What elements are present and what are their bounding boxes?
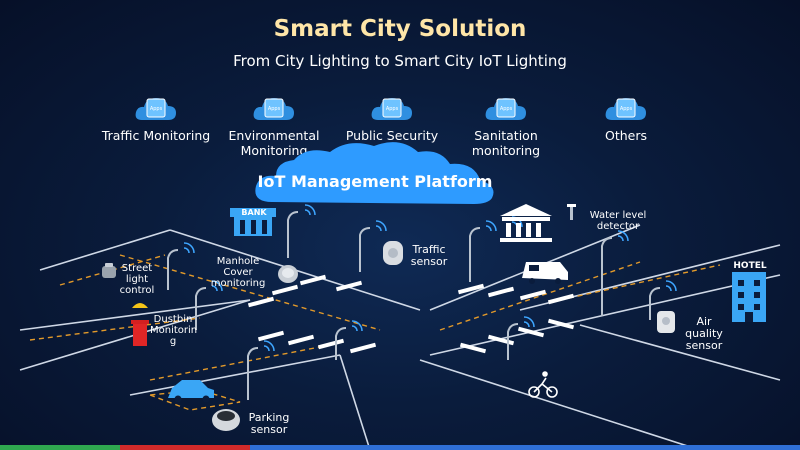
apps-cloud-icon: Apps bbox=[135, 98, 176, 120]
app-others: Apps Others bbox=[556, 90, 696, 143]
road-lane-dashes bbox=[29, 254, 721, 411]
traffic-sensor-icon bbox=[383, 241, 403, 265]
iot-platform-label: IoT Management Platform bbox=[257, 172, 493, 191]
air-quality-sensor-label: Air quality sensor bbox=[685, 315, 723, 352]
app-public-security: Apps Public Security bbox=[322, 90, 462, 143]
svg-text:Apps: Apps bbox=[268, 106, 281, 112]
iot-platform-cloud-icon bbox=[255, 142, 494, 204]
crosswalk-stripes bbox=[247, 274, 575, 354]
app-label: Others bbox=[604, 128, 647, 143]
bank-building-icon bbox=[230, 208, 276, 236]
apps-cloud-icon: Apps bbox=[253, 98, 294, 120]
hotel-building-icon bbox=[732, 272, 766, 322]
dustbin-monitoring-label: Dustbin Monitorin g bbox=[150, 314, 198, 347]
government-building-icon bbox=[500, 204, 552, 242]
app-traffic-monitoring: Apps Traffic Monitoring bbox=[86, 90, 226, 143]
van-icon bbox=[522, 262, 568, 284]
footer-bar-blue bbox=[250, 445, 800, 450]
slide-subtitle: From City Lighting to Smart City IoT Lig… bbox=[233, 52, 567, 70]
apps-cloud-icon: Apps bbox=[485, 98, 526, 120]
app-label: Sanitation monitoring bbox=[471, 128, 541, 158]
apps-cloud-icon: Apps bbox=[605, 98, 646, 120]
manhole-sensor-icon bbox=[278, 265, 298, 283]
bank-sign: BANK bbox=[241, 208, 267, 217]
street-light-control-label: Street light control bbox=[119, 263, 155, 296]
hotel-sign: HOTEL bbox=[733, 261, 767, 271]
cyclist-icon bbox=[528, 371, 558, 398]
svg-text:Apps: Apps bbox=[150, 106, 163, 112]
air-quality-sensor-icon bbox=[657, 311, 675, 333]
water-level-detector-label: Water level detector bbox=[589, 210, 647, 232]
wireless-signal-icons bbox=[183, 204, 677, 352]
footer-bar-red bbox=[120, 445, 250, 450]
footer-bar-green bbox=[0, 445, 120, 450]
street-light-controller-icon bbox=[102, 263, 116, 278]
parking-sensor-label: Parking sensor bbox=[248, 411, 290, 436]
dustbin-sensor-icon bbox=[131, 303, 149, 346]
traffic-sensor-label: Traffic sensor bbox=[410, 243, 448, 268]
road-edges bbox=[19, 224, 781, 450]
app-label: Environmental Monitoring bbox=[228, 128, 320, 158]
manhole-cover-monitoring-label: Manhole Cover monitoring bbox=[210, 256, 266, 289]
water-level-detector-icon bbox=[567, 204, 576, 220]
car-icon bbox=[168, 380, 214, 403]
slide-title: Smart City Solution bbox=[273, 16, 527, 42]
app-environmental-monitoring: Apps Environmental Monitoring bbox=[204, 90, 344, 158]
app-sanitation-monitoring: Apps Sanitation monitoring bbox=[436, 90, 576, 158]
svg-text:Apps: Apps bbox=[386, 106, 399, 112]
app-label: Public Security bbox=[345, 128, 439, 143]
svg-text:Apps: Apps bbox=[500, 106, 513, 112]
svg-text:Apps: Apps bbox=[620, 106, 633, 112]
app-label: Traffic Monitoring bbox=[101, 128, 211, 143]
apps-cloud-icon: Apps bbox=[371, 98, 412, 120]
parking-sensor-icon bbox=[212, 409, 240, 431]
street-light-poles bbox=[167, 211, 661, 400]
